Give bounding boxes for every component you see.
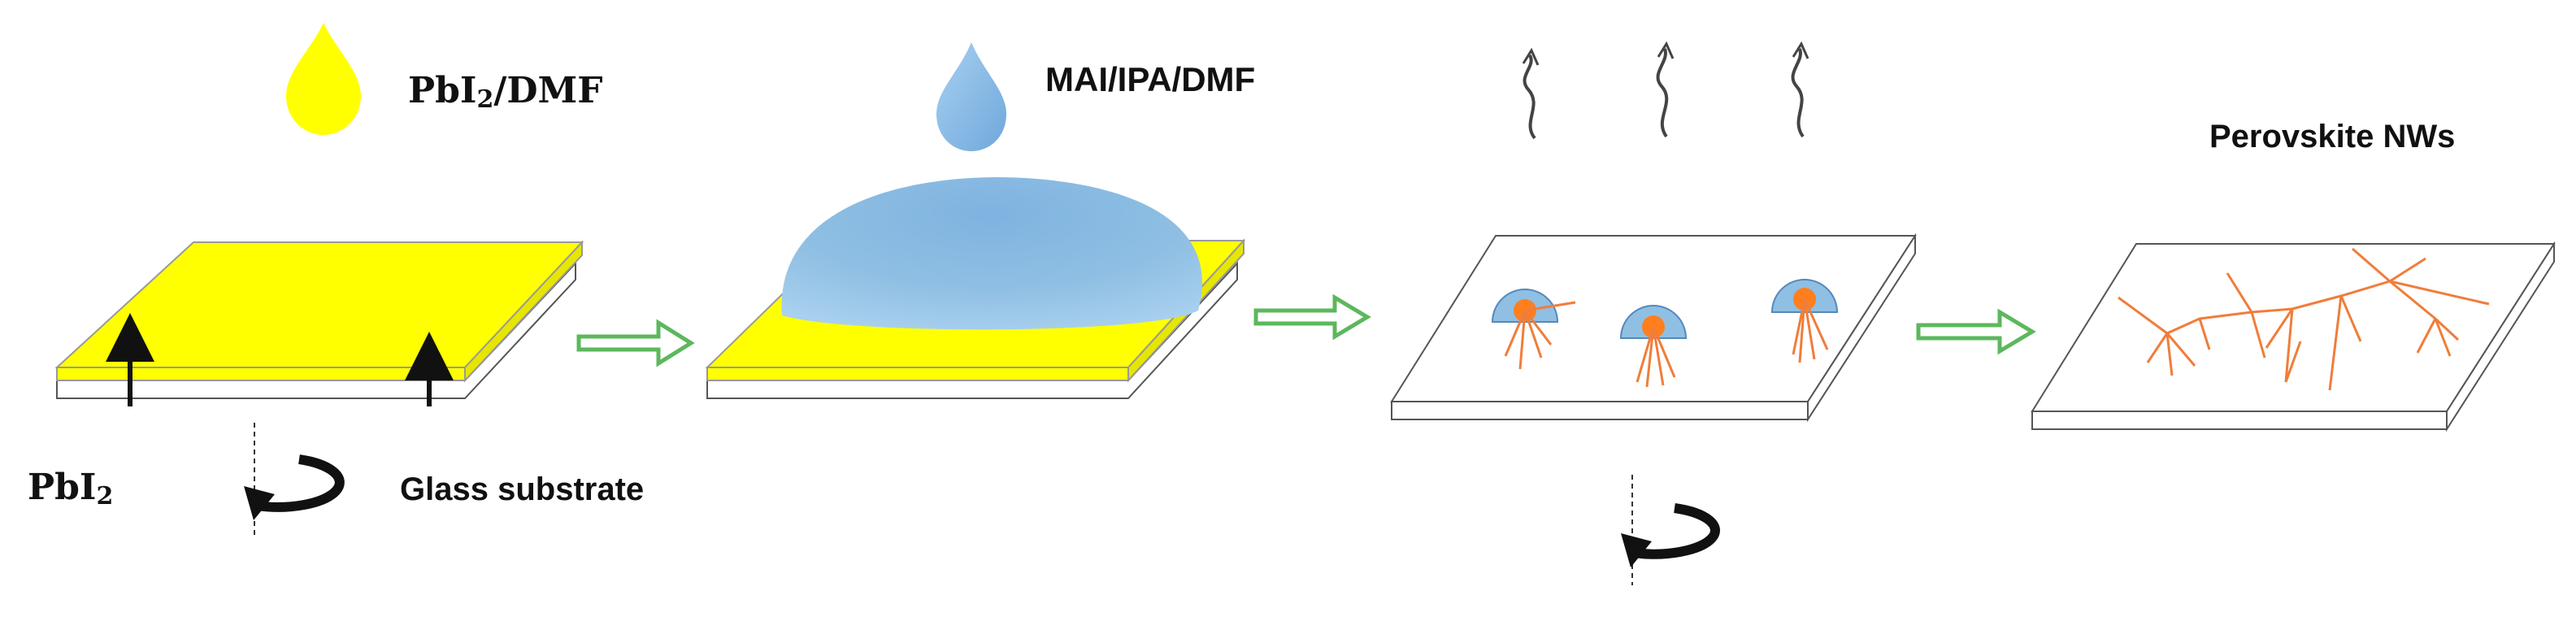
- evaporation-icon: [1522, 41, 1809, 140]
- step1-pbi2-front: [56, 367, 466, 381]
- pbi2-dmf-sub: 2: [476, 85, 494, 114]
- pbi2-dmf-rest: /DMF: [493, 70, 603, 111]
- pbi2-drop-icon: [286, 23, 361, 135]
- perovskite-nanowire-network: [2118, 247, 2490, 391]
- step3-seeds: [1491, 279, 1839, 388]
- step3-glass-side: [1807, 232, 1916, 423]
- rotation-icon: [244, 423, 345, 537]
- glass-substrate-text: Glass substrate: [400, 471, 645, 507]
- process-arrow-icon: [1253, 293, 1371, 341]
- step4-glass-front: [2031, 411, 2448, 430]
- step2-substrate: [705, 177, 1246, 399]
- step4-glass-side: [2446, 241, 2555, 432]
- pbi2-sub: 2: [96, 482, 114, 511]
- pbi2-dmf-main: PbI: [408, 70, 477, 111]
- process-arrow-icon: [1916, 308, 2036, 355]
- mai-ipa-dmf-text: MAI/IPA/DMF: [1045, 60, 1256, 98]
- pbi2-label: PbI2: [28, 467, 113, 511]
- step4-substrate: [2031, 241, 2556, 432]
- mai-solution-dome: [781, 177, 1202, 330]
- perovskite-nws-text: Perovskite NWs: [2209, 119, 2456, 154]
- pbi2-main: PbI: [28, 467, 97, 508]
- perovskite-nws-label: Perovskite NWs: [2209, 119, 2455, 155]
- step2-pbi2-front: [706, 367, 1129, 381]
- pbi2-dmf-label: PbI2/DMF: [408, 70, 602, 114]
- step1-substrate: [54, 240, 584, 406]
- step1-pbi2-side: [464, 240, 583, 383]
- rotation-icon: [1621, 475, 1720, 585]
- mai-ipa-dmf-label: MAI/IPA/DMF: [1045, 60, 1255, 99]
- glass-substrate-label: Glass substrate: [400, 471, 644, 508]
- mai-drop-icon: [936, 42, 1006, 151]
- step3-glass-front: [1391, 401, 1809, 420]
- step4-glass-top: [2031, 243, 2556, 412]
- process-arrow-icon: [576, 319, 695, 367]
